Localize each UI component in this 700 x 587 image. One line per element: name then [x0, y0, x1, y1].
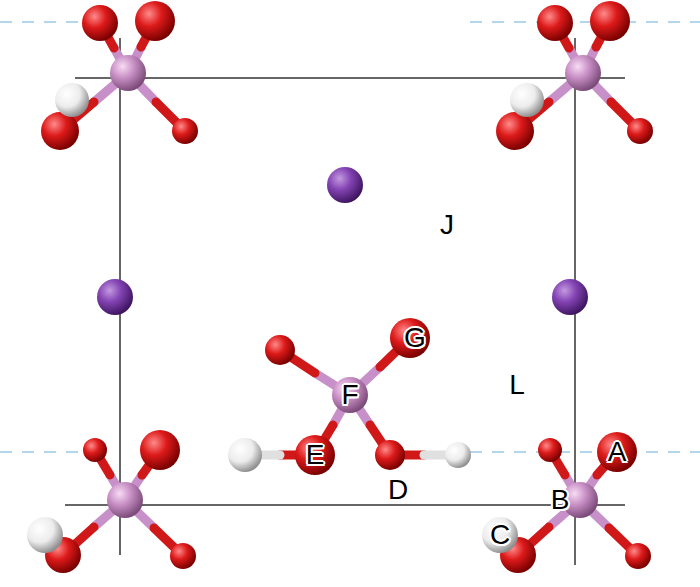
- atom-label: J: [440, 211, 454, 239]
- unit-cell-line: [75, 77, 625, 79]
- oxygen-atom: [83, 438, 107, 462]
- oxygen-atom: [390, 318, 430, 358]
- hydrogen-atom: [228, 438, 262, 472]
- hydrogen-atom: [510, 83, 544, 117]
- cation-atom: [327, 167, 363, 203]
- oxygen-atom: [41, 112, 79, 150]
- atom-label: E: [306, 441, 325, 469]
- atom-label: F: [341, 381, 358, 409]
- atom-label: L: [509, 371, 525, 399]
- unit-cell-line: [65, 504, 625, 506]
- dashed-guide: [0, 21, 95, 23]
- oxygen-atom: [135, 1, 175, 41]
- hydrogen-atom: [445, 442, 471, 468]
- cation-atom: [552, 279, 588, 315]
- oxygen-atom: [170, 543, 196, 569]
- phosphorus-atom: [332, 377, 368, 413]
- oxygen-atom: [265, 335, 295, 365]
- oxygen-atom: [295, 435, 335, 475]
- dashed-guide: [0, 451, 95, 453]
- oxygen-atom: [496, 112, 534, 150]
- hydrogen-atom: [482, 517, 518, 553]
- oxygen-atom: [597, 432, 637, 472]
- oxygen-atom: [590, 1, 630, 41]
- dashed-guide: [470, 21, 700, 23]
- oxygen-atom: [82, 5, 118, 41]
- oxygen-atom: [537, 5, 573, 41]
- hydrogen-atom: [27, 517, 63, 553]
- atom-label: A: [608, 438, 627, 466]
- atom-label: D: [388, 476, 408, 504]
- oxygen-atom: [627, 118, 653, 144]
- oxygen-atom: [140, 430, 180, 470]
- hydrogen-atom: [55, 83, 89, 117]
- oxygen-atom: [538, 438, 562, 462]
- phosphorus-atom: [565, 55, 601, 91]
- oxygen-atom: [625, 543, 651, 569]
- atom-label: B: [551, 486, 570, 514]
- oxygen-atom: [375, 440, 405, 470]
- phosphorus-atom: [107, 482, 143, 518]
- cation-atom: [97, 279, 133, 315]
- oxygen-atom: [172, 118, 198, 144]
- atom-label: G: [404, 324, 426, 352]
- dashed-guide: [470, 451, 700, 453]
- phosphorus-atom: [110, 55, 146, 91]
- atom-label: C: [490, 521, 510, 549]
